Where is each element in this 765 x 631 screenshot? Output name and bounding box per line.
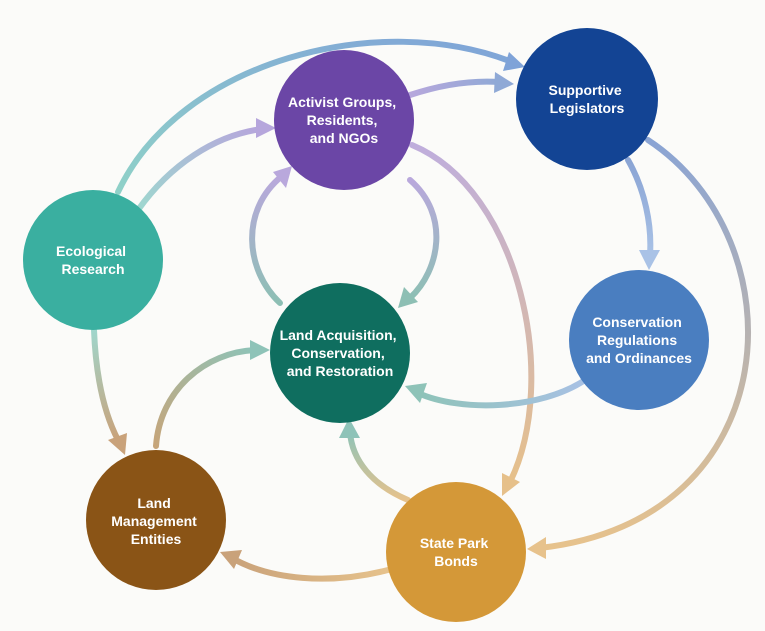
node-label-line: Conservation, — [291, 345, 384, 361]
edge-supportive-legislators-to-conservation-regulations — [625, 157, 660, 270]
node-conservation-regulations: Conservation Regulations and Ordinances — [569, 270, 709, 410]
node-label-line: Legislators — [550, 100, 625, 116]
node-ecological-research: Ecological Research — [23, 190, 163, 330]
svg-text:Supportive Legislators: Supportive Legislators — [548, 82, 625, 116]
svg-text:Conservation Regulatio: Conservation Regulations and Ordinances — [586, 314, 692, 366]
edge-activist-groups-to-land-acquisition — [398, 177, 440, 308]
node-label-line: Entities — [131, 531, 182, 547]
svg-text:Land Management: Land Management Entities — [111, 495, 200, 547]
node-circle — [274, 50, 414, 190]
node-circle — [86, 450, 226, 590]
node-label-line: and Ordinances — [586, 350, 692, 366]
node-label-line: Land — [137, 495, 170, 511]
node-label-line: Research — [61, 261, 124, 277]
svg-text:Activist Groups, Resid: Activist Groups, Residents, and NGOs — [288, 94, 400, 146]
node-label-line: Regulations — [597, 332, 677, 348]
node-label-line: and NGOs — [310, 130, 379, 146]
node-circle — [569, 270, 709, 410]
node-land-acquisition: Land Acquisition, Conservation, and Rest… — [270, 283, 410, 423]
arrowhead — [339, 418, 360, 438]
svg-text:Land Acquisition, Cons: Land Acquisition, Conservation, and Rest… — [280, 327, 401, 379]
arrowhead — [527, 537, 546, 559]
edge-land-acquisition-to-activist-groups — [249, 166, 292, 306]
arrowhead — [250, 340, 270, 360]
arrowhead — [502, 473, 520, 496]
edge-state-park-bonds-to-land-management — [220, 550, 391, 582]
node-circle — [23, 190, 163, 330]
svg-text:State Park Bonds: State Park Bonds — [420, 535, 492, 569]
node-label-line: Ecological — [56, 243, 126, 259]
arrowhead — [220, 550, 242, 569]
node-label-line: Conservation — [592, 314, 681, 330]
node-circle — [516, 28, 658, 170]
arrowhead — [503, 52, 525, 71]
edge-conservation-regulations-to-land-acquisition — [405, 377, 588, 409]
edge-activist-groups-to-supportive-legislators — [407, 72, 514, 98]
edge-supportive-legislators-to-state-park-bonds — [527, 137, 751, 559]
arrowhead — [405, 383, 427, 403]
node-label-line: Management — [111, 513, 197, 529]
arrowhead — [398, 287, 418, 308]
edge-ecological-research-to-supportive-legislators — [115, 38, 525, 195]
node-label-line: State Park — [420, 535, 489, 551]
arrowhead — [273, 166, 292, 188]
node-circle — [386, 482, 526, 622]
node-state-park-bonds: State Park Bonds — [386, 482, 526, 622]
node-label-line: Land Acquisition, — [280, 327, 397, 343]
node-label-line: Activist Groups, — [288, 94, 396, 110]
node-circle — [270, 283, 410, 423]
edge-activist-groups-to-state-park-bonds — [409, 142, 535, 496]
edge-ecological-research-to-land-management — [91, 327, 127, 455]
node-label-line: and Restoration — [287, 363, 394, 379]
node-activist-groups: Activist Groups, Residents, and NGOs — [274, 50, 414, 190]
edge-state-park-bonds-to-land-acquisition — [339, 418, 411, 503]
node-label-line: Residents, — [307, 112, 378, 128]
edge-ecological-research-to-activist-groups — [135, 118, 276, 213]
svg-text:Ecological Research: Ecological Research — [56, 243, 130, 277]
node-land-management: Land Management Entities — [86, 450, 226, 590]
arrowhead — [108, 433, 127, 455]
arrowhead — [256, 118, 276, 138]
node-label-line: Supportive — [548, 82, 621, 98]
node-label-line: Bonds — [434, 553, 478, 569]
arrowhead — [639, 250, 660, 270]
node-supportive-legislators: Supportive Legislators — [516, 28, 658, 170]
arrowhead — [494, 72, 514, 93]
edge-land-management-to-land-acquisition — [153, 340, 270, 449]
